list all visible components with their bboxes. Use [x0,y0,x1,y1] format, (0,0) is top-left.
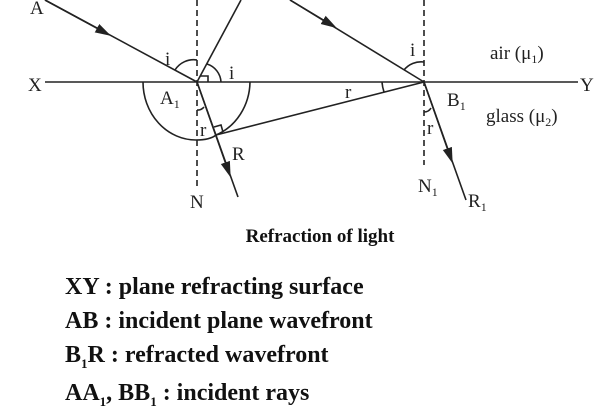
arrow-b1r1 [423,81,453,164]
arrow-aa1 [44,0,112,36]
angle-arc-i-left [174,58,198,71]
label-n: N [190,192,204,213]
label-n1: N1 [418,176,438,199]
label-i-left: i [165,49,170,70]
label-r-wavefront: r [345,82,352,103]
legend-item: AA1, BB1 : incident rays [65,380,310,409]
label-y: Y [580,75,594,96]
label-r-b1: r [427,118,434,139]
label-x: X [28,75,42,96]
secondary-wavelet-arc [142,81,251,141]
label-r-a1: r [200,120,207,141]
arrow-a1r [196,81,231,178]
label-i-right: i [229,63,234,84]
label-i-b1: i [410,40,415,61]
angle-arc-r-b1 [423,107,432,113]
angle-arc-r-bottom [196,106,205,111]
label-r1: R1 [468,191,487,214]
arrow-bb1 [289,0,337,29]
label-glass: glass (μ2) [486,106,558,129]
label-a1: A1 [160,88,180,111]
label-b1: B1 [447,90,466,113]
legend-item: B1R : refracted wavefront [65,342,329,371]
wavefront-line [196,0,242,83]
label-r: R [232,144,245,165]
label-a: A [30,0,44,19]
refraction-diagram: A X Y i i i A1 r R N r B1 r N1 R1 air (μ… [28,0,594,214]
refracted-wavefront-b1r [215,81,425,136]
legend-item: AB : incident plane wavefront [65,308,373,334]
angle-arc-i-b1 [403,61,425,71]
label-air: air (μ1) [490,43,544,66]
legend-item: XY : plane refracting surface [65,274,364,300]
angle-arc-r-wavefront [381,81,385,93]
figure-caption: Refraction of light [245,226,395,247]
right-angle-mark-top [200,75,209,82]
right-angle-mark-r [213,124,224,133]
angle-arc-i-right [206,63,222,83]
